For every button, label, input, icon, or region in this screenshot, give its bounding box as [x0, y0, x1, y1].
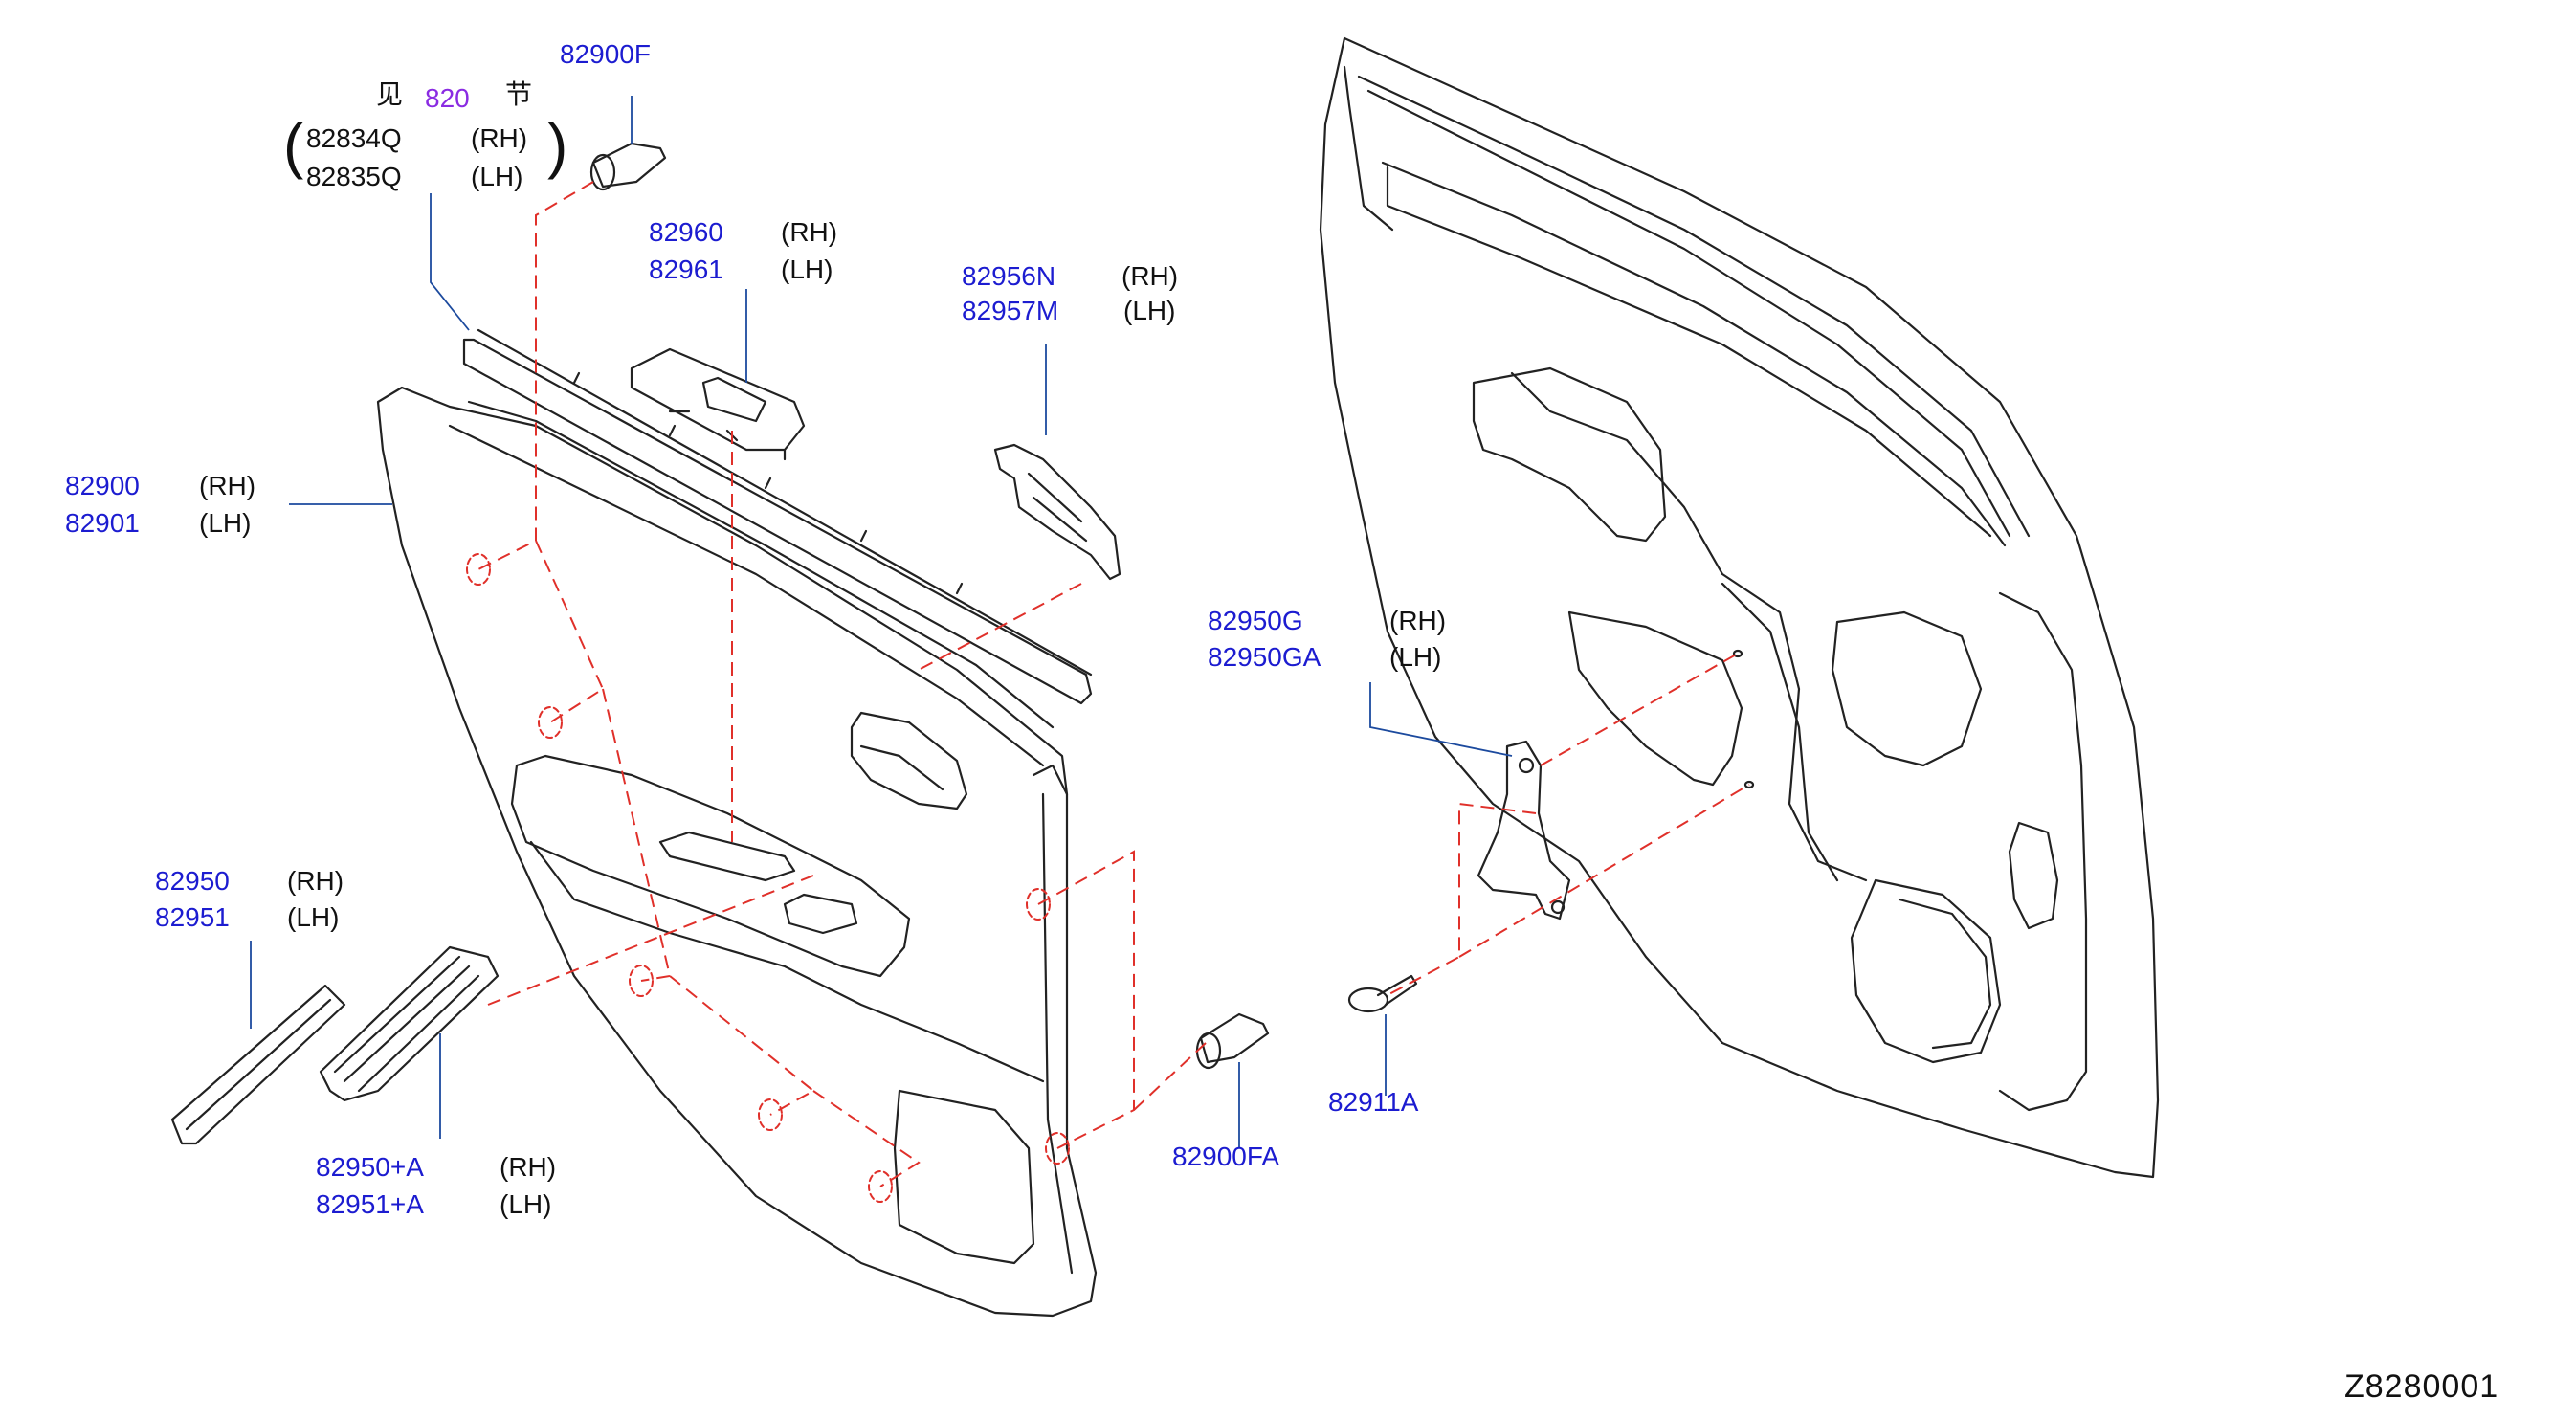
- ref-prefix: 见: [376, 78, 404, 110]
- side-82950GA: (LH): [1389, 642, 1442, 672]
- bracket-paren-left: (: [283, 111, 304, 180]
- side-82951: (LH): [287, 902, 340, 932]
- clip-holes: [466, 553, 1070, 1203]
- assembly-dash-lines: [477, 181, 1750, 1187]
- bracket-upper: [993, 443, 1121, 581]
- callout-82950G[interactable]: 82950G: [1208, 606, 1303, 635]
- callout-82957M[interactable]: 82957M: [962, 296, 1059, 325]
- side-82950G: (RH): [1389, 606, 1447, 635]
- callout-82951[interactable]: 82951: [155, 902, 230, 932]
- callout-82900FA[interactable]: 82900FA: [1172, 1142, 1280, 1171]
- ref-section-link[interactable]: 820: [425, 83, 470, 113]
- clip-82900F: [589, 142, 667, 191]
- screw-82911A: [1347, 974, 1418, 1013]
- side-82960: (RH): [781, 217, 838, 247]
- callout-82960[interactable]: 82960: [649, 217, 723, 247]
- side-82900: (RH): [199, 471, 256, 500]
- door-trim-panel: [376, 386, 1098, 1318]
- side-82901: (LH): [199, 508, 252, 538]
- side-82950A: (RH): [500, 1152, 557, 1182]
- clip-82900FA: [1195, 1012, 1270, 1070]
- side-82834Q: (RH): [471, 123, 528, 153]
- ref-suffix: 节: [505, 78, 533, 110]
- armrest-handle: [319, 945, 500, 1102]
- armrest-cover: [170, 984, 346, 1145]
- callout-82950A[interactable]: 82950+A: [316, 1152, 424, 1182]
- callout-82961[interactable]: 82961: [649, 255, 723, 284]
- bracket-lower: [1477, 740, 1571, 921]
- diagram-code: Z8280001: [2344, 1368, 2499, 1405]
- window-switch-housing: [630, 347, 806, 461]
- side-82956N: (RH): [1121, 261, 1179, 291]
- callout-82956N[interactable]: 82956N: [962, 261, 1056, 291]
- callout-82950GA[interactable]: 82950GA: [1208, 642, 1321, 672]
- side-82951A: (LH): [500, 1189, 552, 1219]
- callout-82911A[interactable]: 82911A: [1328, 1087, 1419, 1117]
- callout-82835Q[interactable]: 82835Q: [306, 162, 402, 191]
- callout-82951A[interactable]: 82951+A: [316, 1189, 424, 1219]
- callout-82900F[interactable]: 82900F: [560, 39, 651, 69]
- callout-82901[interactable]: 82901: [65, 508, 140, 538]
- callout-82900[interactable]: 82900: [65, 471, 140, 500]
- bracket-paren-right: ): [547, 111, 568, 180]
- upper-trim-strip: [462, 328, 1093, 705]
- side-82835Q: (LH): [471, 162, 523, 191]
- callout-82834Q[interactable]: 82834Q: [306, 123, 402, 153]
- side-82957M: (LH): [1123, 296, 1176, 325]
- side-82950: (RH): [287, 866, 344, 896]
- callout-82950[interactable]: 82950: [155, 866, 230, 896]
- side-82961: (LH): [781, 255, 833, 284]
- door-inner-panel: [1319, 36, 2160, 1179]
- leader-lines: [250, 96, 1513, 1148]
